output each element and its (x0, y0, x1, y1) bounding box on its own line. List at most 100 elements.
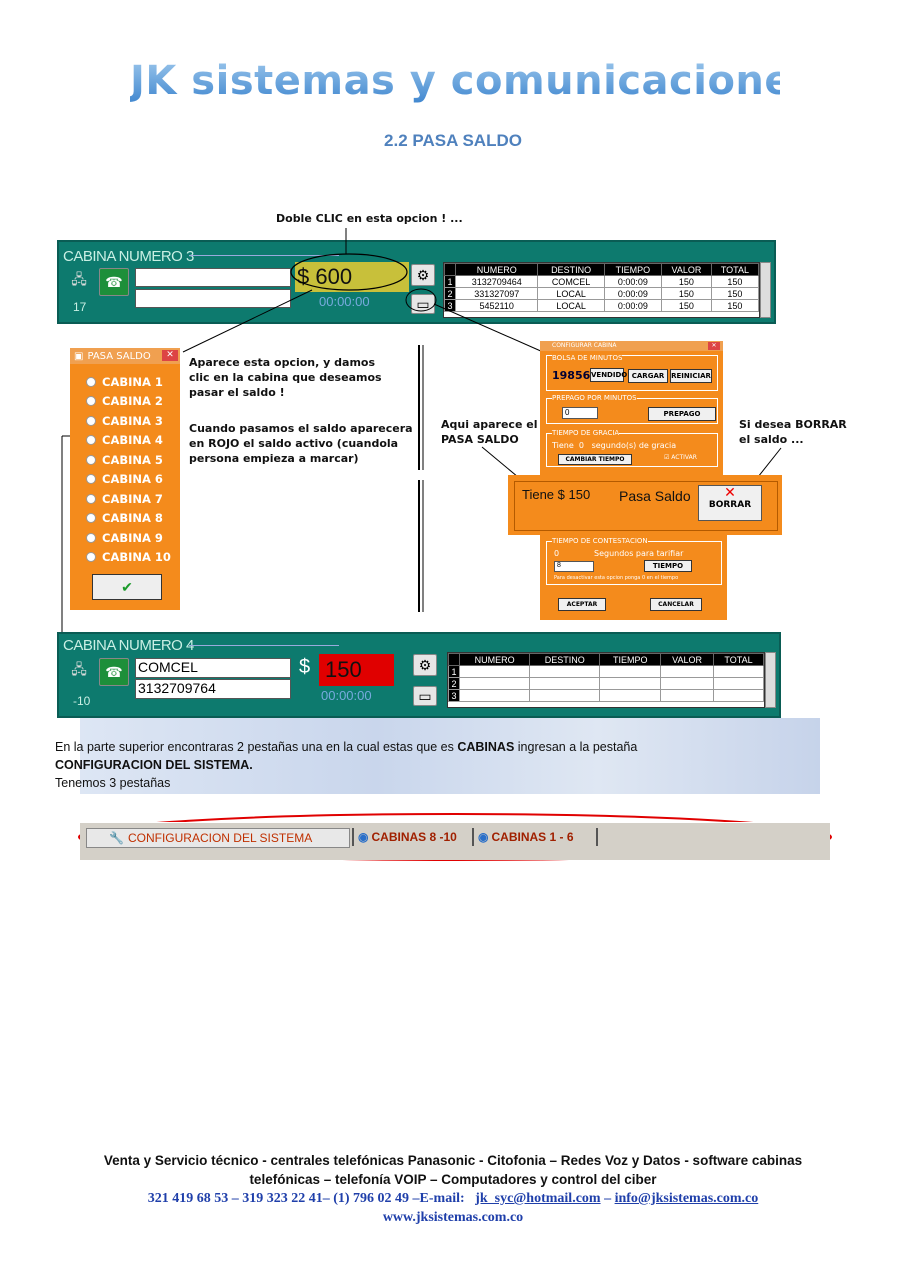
prepago-button[interactable]: PREPAGO (648, 407, 716, 421)
cabina-4-numero-field[interactable]: 3132709764 (135, 679, 291, 699)
tiempo-button[interactable]: TIEMPO (644, 560, 692, 572)
footer-contact: 321 419 68 53 – 319 323 22 41– (1) 796 0… (147, 1191, 759, 1206)
delete-x-icon: ✕ (724, 485, 736, 501)
radio-cabina-2[interactable]: CABINA 2 (86, 392, 171, 412)
activar-checkbox[interactable]: ☑ ACTIVAR (664, 454, 697, 461)
col-tiempo: TIEMPO (603, 263, 663, 276)
close-icon[interactable]: ✕ (162, 350, 178, 361)
radio-cabina-6[interactable]: CABINA 6 (86, 470, 171, 490)
app-icon: ▣ (74, 350, 84, 362)
body-paragraph: En la parte superior encontraras 2 pesta… (55, 740, 638, 790)
tab-label: CABINAS 1 - 6 (491, 830, 574, 844)
phone-icon[interactable]: ☎ (99, 658, 129, 686)
col-total: TOTAL (713, 653, 764, 666)
radio-cabina-1[interactable]: CABINA 1 (86, 372, 171, 392)
annotation-double-click: Doble CLIC en esta opcion ! ... (276, 212, 463, 225)
phone-icon[interactable]: ☎ (99, 268, 129, 296)
pasa-saldo-dialog: ▣ PASA SALDO ✕ CABINA 1 CABINA 2 CABINA … (70, 348, 180, 610)
ok-button[interactable]: ✔ (92, 574, 162, 600)
computers-icon: 🖧 (71, 271, 87, 287)
annotation-here: Aqui aparece el PASA SALDO (441, 418, 538, 446)
cancelar-button[interactable]: CANCELAR (650, 598, 702, 611)
col-total: TOTAL (710, 263, 759, 276)
col-destino: DESTINO (529, 653, 601, 666)
circuit-background (80, 718, 820, 794)
cabina-3-title: CABINA NUMERO 3 (63, 248, 194, 265)
phone-globe-icon: ◉ (478, 830, 489, 844)
tab-cabinas-8-10[interactable]: ◉CABINAS 8 -10 (352, 828, 470, 846)
radio-cabina-5[interactable]: CABINA 5 (86, 450, 171, 470)
tab-cabinas-1-6[interactable]: ◉CABINAS 1 - 6 (472, 828, 598, 846)
radio-cabina-9[interactable]: CABINA 9 (86, 528, 171, 548)
cabina-4-title: CABINA NUMERO 4 (63, 637, 194, 654)
cabina-4-counter: -10 (73, 694, 91, 708)
close-icon[interactable]: ✕ (708, 342, 720, 350)
company-logo: JK sistemas y comunicaciones (130, 58, 780, 128)
cabina-3-numero-field[interactable] (135, 289, 291, 308)
col-numero: NUMERO (454, 263, 539, 276)
cabina-4-scrollbar[interactable] (765, 652, 776, 708)
bolsa-label: BOLSA DE MINUTOS (552, 354, 623, 362)
annotation-delete: Si desea BORRAR el saldo ... (739, 418, 847, 446)
contestacion-input[interactable]: 8 (554, 561, 594, 572)
computers-icon: 🖧 (71, 661, 87, 677)
footer-line1: Venta y Servicio técnico - centrales tel… (103, 1153, 803, 1168)
email-link-1[interactable]: jk_syc@hotmail.com (475, 1191, 601, 1206)
logo-text: JK sistemas y comunicaciones (130, 58, 780, 104)
config-dialog: CONFIGURAR CABINA ✕ BOLSA DE MINUTOS 198… (540, 341, 723, 475)
tab-configuracion[interactable]: 🔧CONFIGURACION DEL SISTEMA (86, 828, 350, 848)
footer-line2: telefónicas – telefonía VOIP – Computado… (249, 1172, 657, 1187)
prepago-input[interactable]: 0 (562, 407, 598, 419)
radio-cabina-10[interactable]: CABINA 10 (86, 548, 171, 568)
contestacion-zero: 0 (554, 549, 560, 558)
cabina-4-timer: 00:00:00 (321, 688, 372, 703)
vendido-button[interactable]: VENDIDO (590, 368, 627, 382)
website-link[interactable]: www.jksistemas.com.co (382, 1210, 524, 1225)
cambiar-tiempo-button[interactable]: CAMBIAR TIEMPO (558, 454, 632, 465)
pasa-saldo-label: Pasa Saldo (619, 488, 691, 504)
cabina-3-amount[interactable]: $ 600 (295, 262, 409, 292)
settings-icon[interactable]: ⚙ (413, 654, 437, 676)
config-titlebar: CONFIGURAR CABINA (540, 341, 723, 351)
radio-cabina-3[interactable]: CABINA 3 (86, 411, 171, 431)
tab-label: CONFIGURACION DEL SISTEMA (127, 831, 313, 845)
phone-globe-icon: ◉ (358, 830, 369, 844)
contestacion-text: Segundos para tarifiar (594, 549, 684, 558)
cabina-4-calls-table: NUMERO DESTINO TIEMPO VALOR TOTAL 1 2 3 (447, 652, 765, 708)
settings-icon[interactable]: ⚙ (411, 264, 435, 286)
pasa-saldo-zoom-panel: Tiene $ 150 Pasa Saldo ✕ BORRAR (508, 475, 782, 535)
radio-cabina-4[interactable]: CABINA 4 (86, 431, 171, 451)
config-dialog-bottom: TIEMPO DE CONTESTACION 0 Segundos para t… (540, 535, 727, 620)
wrench-icon: 🔧 (109, 831, 124, 845)
prepago-label: PREPAGO POR MINUTOS (552, 394, 637, 402)
radio-cabina-8[interactable]: CABINA 8 (86, 509, 171, 529)
cabina-3-destino-field[interactable] (135, 268, 291, 287)
aceptar-button[interactable]: ACEPTAR (558, 598, 606, 611)
gracia-label: TIEMPO DE GRACIA (552, 429, 620, 437)
cabina-4-panel: CABINA NUMERO 4 🖧 ☎ -10 COMCEL 313270976… (57, 632, 781, 718)
footer: Venta y Servicio técnico - centrales tel… (0, 1151, 906, 1227)
cabina-3-scrollbar[interactable] (760, 262, 771, 318)
cabina-4-destino-field[interactable]: COMCEL (135, 658, 291, 678)
cabina-4-amount[interactable]: 150 (319, 654, 394, 686)
col-tiempo: TIEMPO (599, 653, 662, 666)
borrar-button[interactable]: ✕ BORRAR (698, 485, 762, 521)
table-row[interactable]: 1 (448, 665, 764, 678)
bolsa-value: 19856 (552, 369, 591, 382)
contestacion-hint: Para desactivar esta opcion ponga 0 en e… (554, 575, 679, 581)
table-row[interactable]: 3 (448, 689, 764, 702)
borrar-label: BORRAR (708, 500, 752, 510)
cabina-3-panel: CABINA NUMERO 3 🖧 ☎ 17 $ 600 00:00:00 ⚙ … (57, 240, 776, 324)
monitor-icon[interactable]: ▭ (413, 686, 437, 706)
pasa-saldo-titlebar: ▣ PASA SALDO ✕ (70, 348, 180, 364)
annotation-appears: Aparece esta opcion, y damos clic en la … (189, 356, 382, 399)
tab-label: CABINAS 8 -10 (371, 830, 457, 844)
radio-cabina-7[interactable]: CABINA 7 (86, 489, 171, 509)
cargar-button[interactable]: CARGAR (628, 369, 668, 383)
reiniciar-button[interactable]: REINICIAR (670, 369, 712, 383)
email-link-2[interactable]: info@jksistemas.com.co (614, 1191, 759, 1206)
table-row[interactable]: 2 (448, 677, 764, 690)
